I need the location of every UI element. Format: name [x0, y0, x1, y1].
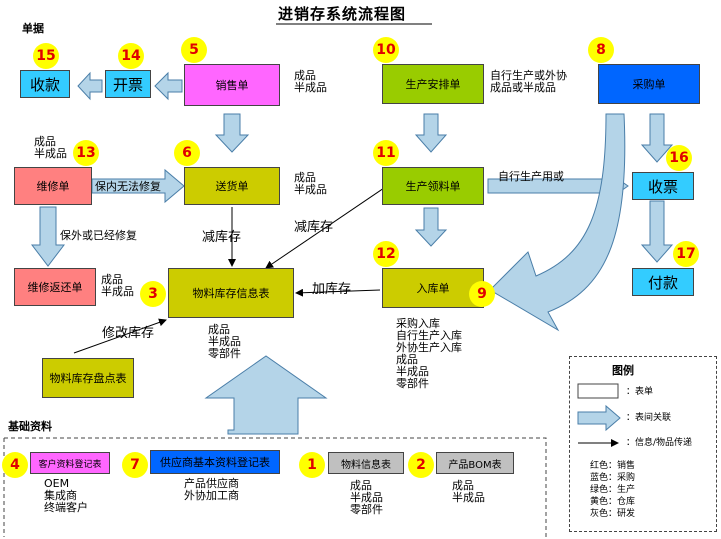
badge-xiaoshou: 5 [181, 37, 207, 63]
node-pandian[interactable]: 物料库存盘点表 [42, 358, 134, 398]
songhuo-items: 成品半成品 [294, 171, 327, 196]
badge-kucun-xinxi: 3 [140, 281, 166, 307]
legend-relation-label: ：表间关联 [626, 413, 672, 423]
badge-kaipiao: 14 [118, 43, 144, 69]
line-ll-to-kucun [265, 187, 385, 269]
edge-label-repair-inhouse: 保内无法修复 [95, 180, 161, 193]
badge-shoukuan: 15 [33, 43, 59, 69]
badge-shengchan-anpai: 10 [373, 37, 399, 63]
kucun-items: 成品半成品零部件 [208, 323, 241, 360]
badge-ruku-9: 9 [469, 281, 495, 307]
arrow-xiaoshou-to-songhuo [214, 113, 250, 153]
edge-label-reduce-stock-2: 减库存 [294, 220, 334, 235]
badge-shengchan-lingliao: 11 [373, 140, 399, 166]
edge-label-repair-external: 保外或已经修复 [60, 229, 137, 242]
node-shoukuan[interactable]: 收款 [20, 70, 70, 98]
badge-weixiu: 13 [73, 140, 99, 166]
badge-fukuan: 17 [673, 241, 699, 267]
node-fukuan[interactable]: 付款 [632, 268, 694, 296]
badge-wuliao: 1 [299, 452, 325, 478]
badge-caigou: 8 [588, 37, 614, 63]
badge-gongying: 7 [122, 452, 148, 478]
wuliao-items: 成品半成品零部件 [350, 479, 383, 516]
edge-label-modify-stock: 修改库存 [102, 326, 155, 341]
node-kucun-xinxi[interactable]: 物料库存信息表 [168, 268, 294, 318]
section-base-data-label: 基础资料 [8, 420, 52, 433]
edge-label-add-stock: 加库存 [312, 282, 352, 297]
node-weixiu[interactable]: 维修单 [14, 167, 92, 205]
legend [569, 356, 717, 532]
ruku-items: 采购入库自行生产入库外协生产入库成品半成品零部件 [396, 317, 462, 390]
gongying-items: 产品供应商外协加工商 [184, 477, 239, 502]
node-gongying[interactable]: 供应商基本资料登记表 [150, 450, 280, 474]
legend-color-purchase: 蓝色：采购 [590, 473, 636, 483]
legend-doc-label: ：表单 [626, 387, 654, 397]
badge-songhuo: 6 [174, 140, 200, 166]
badge-bom: 2 [408, 452, 434, 478]
node-bom[interactable]: 产品BOM表 [436, 452, 514, 474]
line-ruku-to-kucun [295, 288, 381, 297]
node-kehu[interactable]: 客户资料登记表 [30, 452, 110, 474]
arrow-base-data-up [204, 355, 328, 435]
arrow-shoupiao-to-fukuan [640, 200, 674, 263]
arrow-caigou-to-ruku [489, 113, 626, 332]
node-wuliao[interactable]: 物料信息表 [328, 452, 404, 474]
badge-shoupiao: 16 [666, 145, 692, 171]
legend-doc-icon [577, 383, 619, 399]
arrow-weixiu-to-songhuo [91, 168, 185, 204]
arrow-ll-to-ruku [414, 207, 448, 247]
node-ruku[interactable]: 入库单 [382, 268, 484, 308]
legend-color-rd: 灰色：研发 [590, 509, 636, 519]
edge-label-self-produce: 自行生产用或 [498, 170, 564, 183]
badge-kehu: 4 [2, 452, 28, 478]
node-caigou[interactable]: 采购单 [598, 64, 700, 104]
arrow-kaipiao-to-shoukuan [77, 71, 103, 101]
edge-label-reduce-stock-1: 减库存 [202, 230, 242, 245]
badge-ruku: 12 [373, 241, 399, 267]
xiaoshou-items: 成品半成品 [294, 69, 327, 94]
node-shengchan-lingliao[interactable]: 生产领料单 [382, 167, 484, 205]
node-shengchan-anpai[interactable]: 生产安排单 [382, 64, 484, 104]
arrow-shengchan-ap-to-ll [414, 113, 448, 153]
node-xiaoshou[interactable]: 销售单 [184, 64, 280, 106]
bom-items: 成品半成品 [452, 479, 485, 504]
node-weixiu-fanhuan[interactable]: 维修返还单 [14, 268, 96, 306]
section-documents-label: 单据 [22, 22, 44, 35]
arrow-xiaoshou-to-kaipiao [154, 71, 183, 101]
legend-relation-icon [577, 404, 621, 432]
diagram-title: 进销存系统流程图 [278, 5, 407, 23]
arrow-caigou-to-shoupiao [640, 113, 674, 163]
node-songhuo[interactable]: 送货单 [184, 167, 280, 205]
arrow-weixiu-to-fanhuan [30, 206, 66, 267]
node-kaipiao[interactable]: 开票 [105, 70, 151, 98]
shengchan-anpai-items: 自行生产或外协成品或半成品 [490, 69, 567, 94]
line-pandian-to-kucun [73, 318, 167, 354]
legend-title: 图例 [612, 364, 634, 377]
base-data-border [3, 437, 547, 537]
legend-color-warehouse: 黄色：仓库 [590, 497, 636, 507]
weixiu-items: 成品半成品 [34, 135, 67, 160]
legend-flow-label: ：信息/物品传递 [626, 438, 693, 448]
node-shoupiao[interactable]: 收票 [632, 172, 694, 200]
legend-color-production: 绿色：生产 [590, 485, 636, 495]
weixiu-fanhuan-items: 成品半成品 [101, 273, 134, 298]
legend-color-sales: 红色：销售 [590, 461, 636, 471]
